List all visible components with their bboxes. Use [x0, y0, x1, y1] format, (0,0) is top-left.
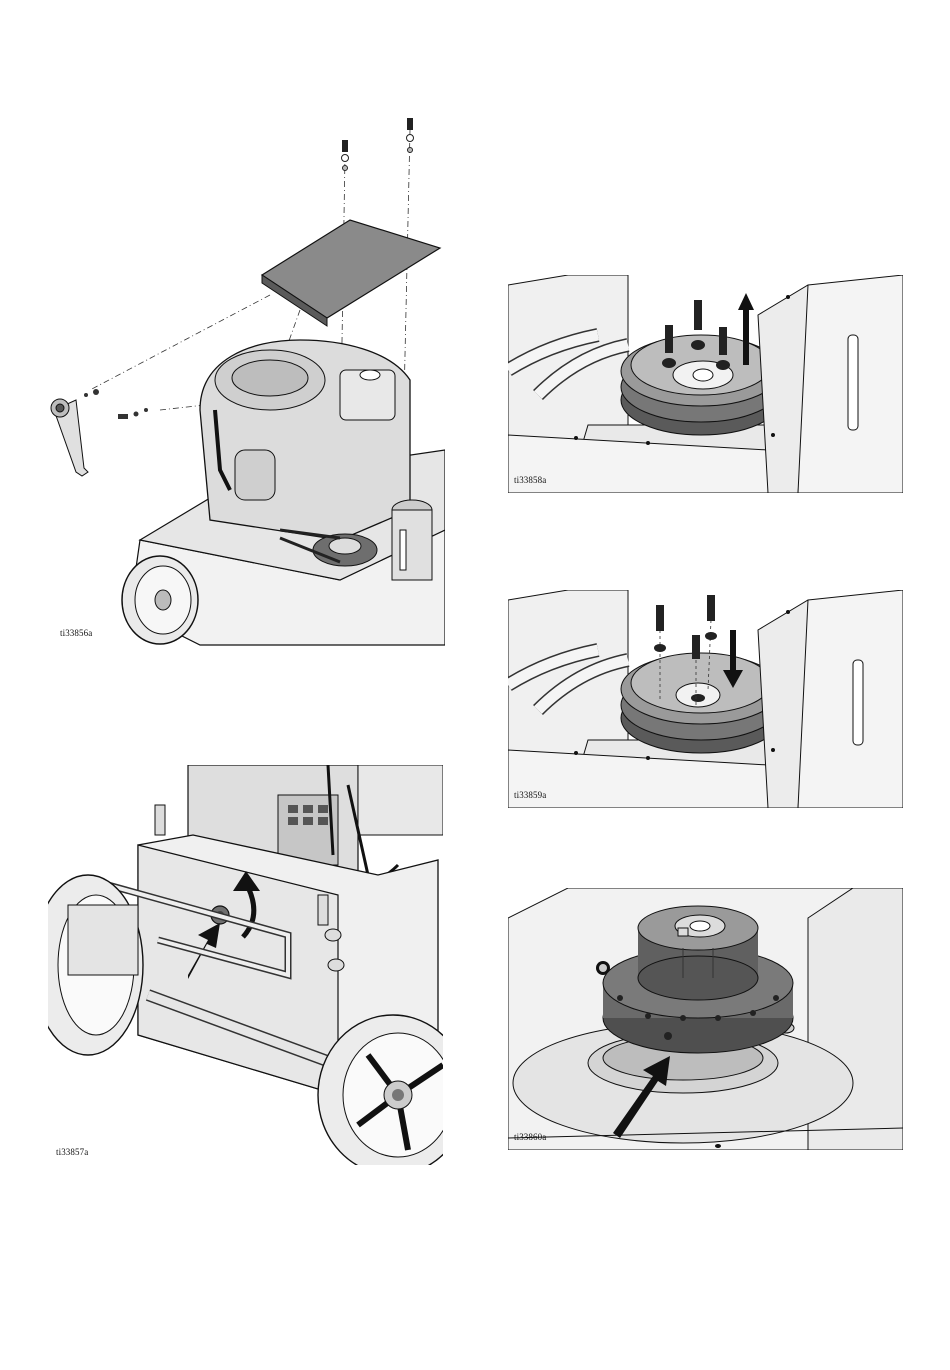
figure-pulley-bolts-remove: ti33858a [508, 275, 903, 493]
figure-label: ti33860a [514, 1132, 546, 1142]
figure-hub-closeup: ti33860a [508, 888, 903, 1150]
engine-cover-illustration [40, 110, 445, 650]
figure-flywheel-lock: ti33857a [48, 765, 443, 1165]
figure-engine-cover-removal: ti33856a [40, 110, 445, 650]
figure-label: ti33859a [514, 790, 546, 800]
engine-side-illustration [48, 765, 443, 1165]
hub-closeup-illustration [508, 888, 903, 1150]
figure-pulley-bolts-install: ti33859a [508, 590, 903, 808]
pulley-remove-illustration [508, 275, 903, 493]
figure-label: ti33856a [60, 628, 92, 638]
figure-label: ti33857a [56, 1147, 88, 1157]
figure-label: ti33858a [514, 475, 546, 485]
pulley-install-illustration [508, 590, 903, 808]
